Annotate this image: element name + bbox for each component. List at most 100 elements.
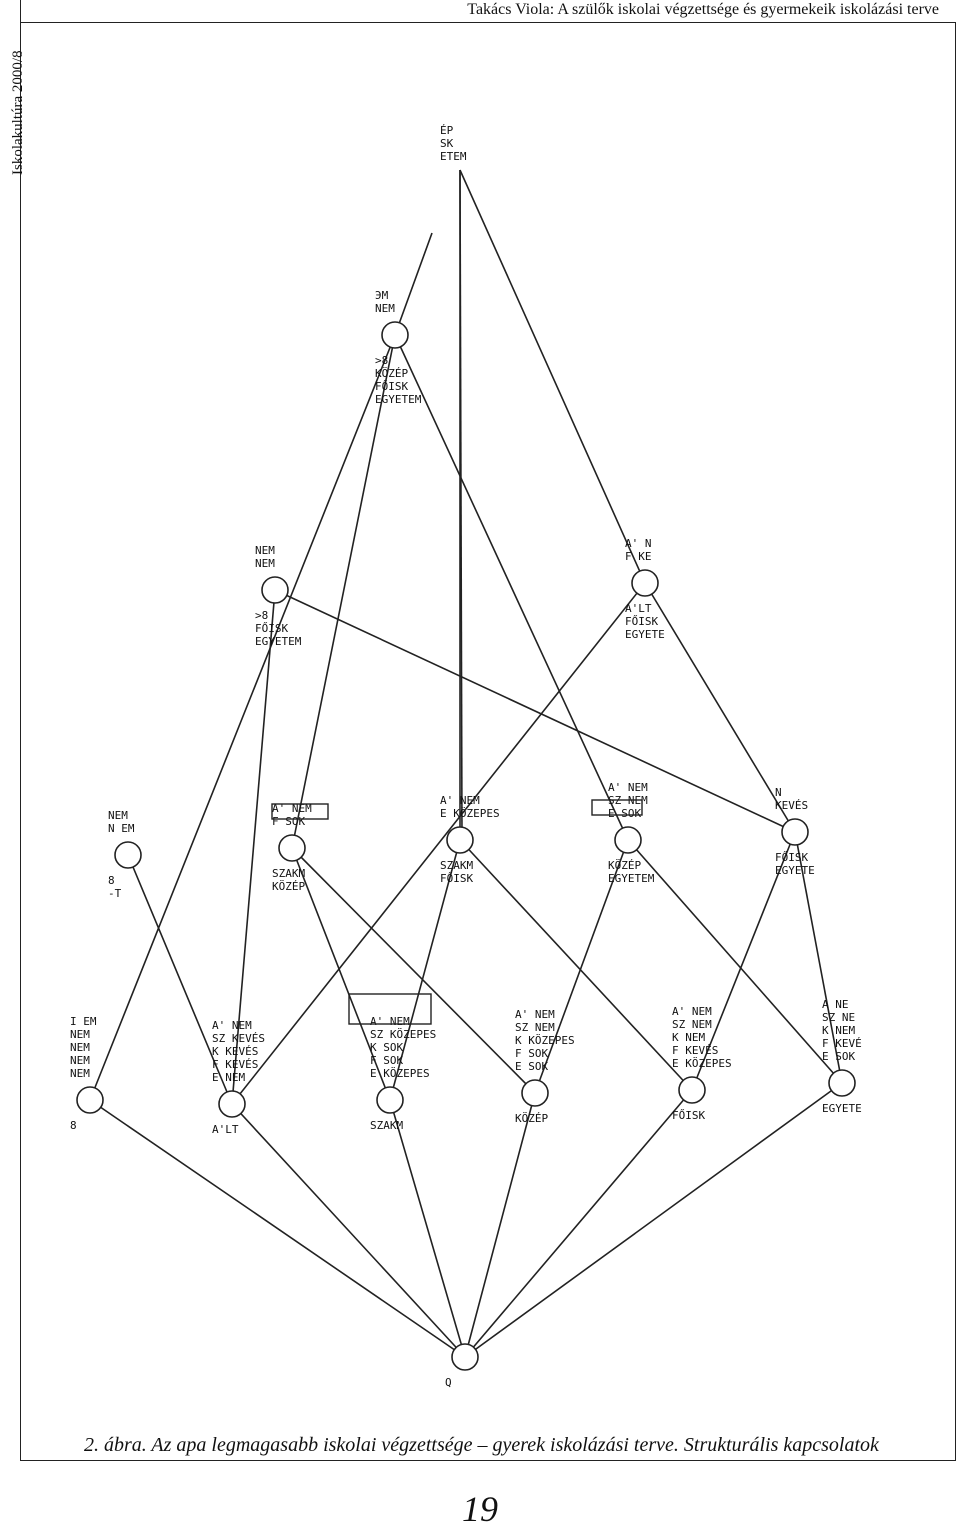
node-n2-label-below-0: >8 (255, 609, 268, 622)
node-n6-label-below-0: SZAKM (440, 859, 473, 872)
label-box-n7 (591, 799, 643, 816)
node-n9-label-above-4: NEM (70, 1067, 90, 1080)
node-n1-label-below-3: EGYETEM (375, 393, 422, 406)
edge-top-n6-vertical (459, 169, 463, 841)
edge-n3-n10 (231, 582, 646, 1105)
edge-n1-up (394, 232, 433, 336)
journal-sidebar: Iskolakultúra 2000/8 (0, 0, 26, 1460)
node-n14-label-below-0: EGYETE (822, 1102, 862, 1115)
node-n5-label-below-0: SZAKM (272, 867, 305, 880)
node-n11-label-above-3: F SOK (370, 1054, 403, 1067)
right-border (955, 22, 956, 1460)
edge-top-n3 (459, 169, 646, 584)
edge-n2-n10 (231, 589, 276, 1105)
node-top-label-above-1: SK (440, 137, 454, 150)
node-n9-label-below-0: 8 (70, 1119, 77, 1132)
node-n10-label-above-2: K KEVÉS (212, 1045, 258, 1058)
edge-n14-bottom (464, 1082, 843, 1358)
edge-n6-n11 (389, 839, 461, 1101)
node-n14-label-above-1: SZ NE (822, 1011, 855, 1024)
node-n5-label-above-0: A' NEM (272, 802, 312, 815)
node-n14-label-above-2: K NEM (822, 1024, 855, 1037)
node-n11-label-below-0: SZAKM (370, 1119, 403, 1132)
node-n6 (446, 826, 474, 854)
node-n6-label-above-0: A' NEM (440, 794, 480, 807)
node-n1-label-below-0: >8 (375, 354, 388, 367)
node-n11-label-above-0: A' NEM (370, 1015, 410, 1028)
node-n9-label-above-2: NEM (70, 1041, 90, 1054)
node-n3-label-above-0: A' N (625, 537, 652, 550)
node-n8-label-above-0: N (775, 786, 782, 799)
node-n13 (678, 1076, 706, 1104)
node-n12-label-above-0: A' NEM (515, 1008, 555, 1021)
edge-n13-bottom (464, 1089, 693, 1358)
node-n4-label-below-0: 8 (108, 874, 115, 887)
edge-n5-n12 (291, 847, 536, 1094)
node-n8-label-above-1: KEVÉS (775, 799, 808, 812)
lattice-diagram: ÉPSKETEMЭМNEM>8KÖZÉPFŐISKEGYETEMNEMNEM>8… (70, 124, 862, 1389)
edge-n2-n8 (274, 589, 796, 833)
node-n6-label-below-1: FŐISK (440, 871, 473, 885)
node-n13-label-above-0: A' NEM (672, 1005, 712, 1018)
node-n3-label-below-0: A'LT (625, 602, 652, 615)
node-n1-label-below-2: FŐISK (375, 379, 408, 393)
node-n4-label-below-1: -T (108, 887, 122, 900)
node-n14-label-above-4: E SOK (822, 1050, 855, 1063)
node-n10-label-above-4: E NEM (212, 1071, 245, 1084)
node-n4-label-above-0: NEM (108, 809, 128, 822)
edge-n7-n12 (534, 839, 629, 1094)
node-top-label-above-0: ÉP (440, 124, 454, 137)
node-n9-label-above-0: I EM (70, 1015, 97, 1028)
node-n7 (614, 826, 642, 854)
node-n7-label-below-1: EGYETEM (608, 872, 655, 885)
node-n14 (828, 1069, 856, 1097)
edge-n5-n11 (291, 847, 391, 1101)
node-n9-label-above-3: NEM (70, 1054, 90, 1067)
node-n3-label-below-2: EGYETE (625, 628, 665, 641)
node-n1-label-above-0: ЭМ (375, 289, 389, 302)
node-n11-label-above-4: E KÖZEPES (370, 1067, 430, 1080)
node-n8 (781, 818, 809, 846)
edge-n10-bottom (231, 1103, 466, 1358)
node-n8-label-below-1: EGYETE (775, 864, 815, 877)
node-n5 (278, 834, 306, 862)
node-n14-label-above-3: F KEVÉ (822, 1037, 862, 1050)
edge-n12-bottom (464, 1092, 536, 1358)
edge-n1-n5 (291, 334, 396, 849)
edge-n1-n7 (394, 334, 629, 841)
edge-n11-bottom (389, 1099, 466, 1358)
node-n5-label-below-1: KÖZÉP (272, 880, 305, 893)
node-n1-label-above-1: NEM (375, 302, 395, 315)
node-n1-label-below-1: KÖZÉP (375, 367, 408, 380)
edge-n4-n10 (127, 854, 233, 1105)
node-n10-label-above-3: F KEVÉS (212, 1058, 258, 1071)
node-top-label-above-2: ETEM (440, 150, 467, 163)
node-n6-label-above-1: E KÖZEPES (440, 807, 500, 820)
bottom-border (20, 1460, 956, 1461)
node-n13-label-above-4: E KÖZEPES (672, 1057, 732, 1070)
node-n9-label-above-1: NEM (70, 1028, 90, 1041)
node-n12-label-below-0: KÖZÉP (515, 1112, 548, 1125)
edge-n3-n8 (644, 582, 796, 833)
node-n7-label-above-0: A' NEM (608, 781, 648, 794)
node-n4-label-above-1: N EM (108, 822, 135, 835)
node-n12-label-above-1: SZ NEM (515, 1021, 555, 1034)
figure-caption: 2. ábra. Az apa legmagasabb iskolai végz… (84, 1434, 879, 1456)
article-title: Takács Viola: A szülők iskolai végzettsé… (467, 1, 939, 18)
node-n14-label-above-0: A NE (822, 998, 849, 1011)
node-n5-label-above-1: F SOK (272, 815, 305, 828)
node-n9 (76, 1086, 104, 1114)
node-n11-label-above-2: K SOK (370, 1041, 403, 1054)
node-n12-label-above-3: F SOK (515, 1047, 548, 1060)
node-n13-label-above-2: K NEM (672, 1031, 705, 1044)
label-box-n11 (348, 993, 432, 1025)
node-n2-label-below-2: EGYETEM (255, 635, 302, 648)
node-n2-label-below-1: FŐISK (255, 621, 288, 635)
node-n10-label-above-0: A' NEM (212, 1019, 252, 1032)
node-n12 (521, 1079, 549, 1107)
node-n12-label-above-4: E SOK (515, 1060, 548, 1073)
page-number: 19 (462, 1489, 498, 1529)
node-n3 (631, 569, 659, 597)
edge-n6-n13 (459, 839, 693, 1091)
node-bottom (451, 1343, 479, 1371)
